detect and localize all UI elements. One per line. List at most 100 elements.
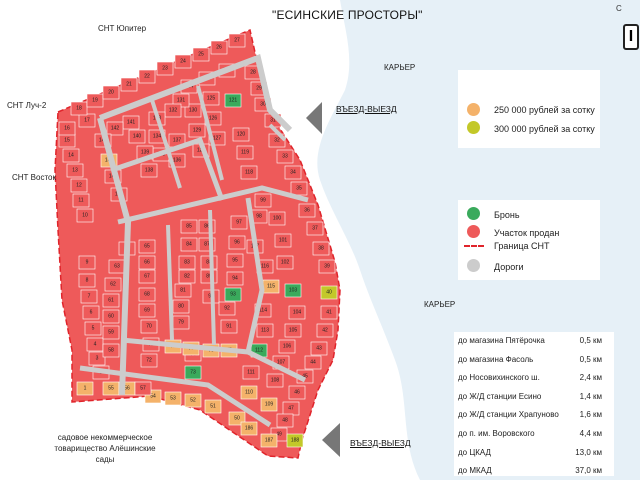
plot-44[interactable] xyxy=(304,355,322,370)
plot-51[interactable] xyxy=(204,399,222,414)
plot-6[interactable] xyxy=(82,305,100,320)
plot-94[interactable] xyxy=(226,271,244,286)
plot-95[interactable] xyxy=(226,253,244,268)
plot-113[interactable] xyxy=(256,323,274,338)
plot-62[interactable] xyxy=(104,277,122,292)
plot-66[interactable] xyxy=(138,255,156,270)
plot-97[interactable] xyxy=(230,215,248,230)
plot-36[interactable] xyxy=(298,203,316,218)
plot-105[interactable] xyxy=(284,323,302,338)
plot-61[interactable] xyxy=(102,293,120,308)
plot-108[interactable] xyxy=(266,373,284,388)
plot-number: 63 xyxy=(114,264,120,270)
plot-68[interactable] xyxy=(138,287,156,302)
plot-73[interactable] xyxy=(184,365,202,380)
plot-91[interactable] xyxy=(220,319,238,334)
plot-99[interactable] xyxy=(254,193,272,208)
plot-42[interactable] xyxy=(316,323,334,338)
plot-33[interactable] xyxy=(276,149,294,164)
plot-10[interactable] xyxy=(76,208,94,223)
plot-1[interactable] xyxy=(76,381,94,396)
plot-140[interactable] xyxy=(128,129,146,144)
plot-3[interactable] xyxy=(88,351,106,366)
plot-106[interactable] xyxy=(278,339,296,354)
plot-26[interactable] xyxy=(210,40,228,55)
plot-83[interactable] xyxy=(178,255,196,270)
plot-27[interactable] xyxy=(228,33,246,48)
plot-7[interactable] xyxy=(80,289,98,304)
plot-5[interactable] xyxy=(84,321,102,336)
plot-48[interactable] xyxy=(276,413,294,428)
plot-24[interactable] xyxy=(174,54,192,69)
plot-16[interactable] xyxy=(58,121,76,136)
plot-40[interactable] xyxy=(320,285,338,300)
plot-35[interactable] xyxy=(290,181,308,196)
plot-187[interactable] xyxy=(260,433,278,448)
plot-20[interactable] xyxy=(102,85,120,100)
plot-52[interactable] xyxy=(184,393,202,408)
plot-109[interactable] xyxy=(260,397,278,412)
plot-22[interactable] xyxy=(138,69,156,84)
plot-81[interactable] xyxy=(174,283,192,298)
plot-84[interactable] xyxy=(180,237,198,252)
plot-103[interactable] xyxy=(284,283,302,298)
plot-72[interactable] xyxy=(140,353,158,368)
plot-58[interactable] xyxy=(102,343,120,358)
plot-142[interactable] xyxy=(106,121,124,136)
plot-60[interactable] xyxy=(102,309,120,324)
plot-138[interactable] xyxy=(140,163,158,178)
plot-186[interactable] xyxy=(240,421,258,436)
plot-118[interactable] xyxy=(240,165,258,180)
plot-8[interactable] xyxy=(78,273,96,288)
plot-12[interactable] xyxy=(70,178,88,193)
plot-46[interactable] xyxy=(288,385,306,400)
plot-number: 103 xyxy=(289,288,298,294)
plot-14[interactable] xyxy=(62,148,80,163)
plot-82[interactable] xyxy=(178,269,196,284)
plot-188[interactable] xyxy=(286,433,304,448)
label-snt-vostok: СНТ Восток xyxy=(12,173,56,182)
plot-39[interactable] xyxy=(318,259,336,274)
plot-101[interactable] xyxy=(274,233,292,248)
distance-label: до магазина Пятёрочка xyxy=(458,336,545,345)
plot-number: 58 xyxy=(108,348,114,354)
plot-80[interactable] xyxy=(172,299,190,314)
plot-96[interactable] xyxy=(228,235,246,250)
plot-92[interactable] xyxy=(218,301,236,316)
plot-93[interactable] xyxy=(224,287,242,302)
plot-132[interactable] xyxy=(164,103,182,118)
plot-number: 100 xyxy=(273,216,282,222)
plot-41[interactable] xyxy=(320,305,338,320)
plot-69[interactable] xyxy=(138,303,156,318)
plot-70[interactable] xyxy=(140,319,158,334)
plot-119[interactable] xyxy=(236,145,254,160)
plot-57[interactable] xyxy=(134,381,152,396)
entry-label-top: ВЪЕЗД-ВЫЕЗД xyxy=(336,104,397,114)
plot-129[interactable] xyxy=(188,123,206,138)
plot-37[interactable] xyxy=(306,221,324,236)
plot-104[interactable] xyxy=(288,305,306,320)
plot-19[interactable] xyxy=(86,93,104,108)
plot-85[interactable] xyxy=(180,219,198,234)
plot-9[interactable] xyxy=(78,255,96,270)
plot-110[interactable] xyxy=(240,385,258,400)
plot-67[interactable] xyxy=(138,269,156,284)
plot-18[interactable] xyxy=(70,101,88,116)
plot-21[interactable] xyxy=(120,77,138,92)
plot-111[interactable] xyxy=(242,365,260,380)
plot-13[interactable] xyxy=(66,163,84,178)
plot-65[interactable] xyxy=(138,239,156,254)
plot-11[interactable] xyxy=(72,193,90,208)
plot-25[interactable] xyxy=(192,47,210,62)
plot-number: 132 xyxy=(169,108,178,114)
plot-120[interactable] xyxy=(232,127,250,142)
plot-121[interactable] xyxy=(224,93,242,108)
plot-43[interactable] xyxy=(310,341,328,356)
plot-23[interactable] xyxy=(156,61,174,76)
plot-102[interactable] xyxy=(276,255,294,270)
plot-34[interactable] xyxy=(284,165,302,180)
plot-59[interactable] xyxy=(102,325,120,340)
plot-53[interactable] xyxy=(164,391,182,406)
plot-38[interactable] xyxy=(312,241,330,256)
plot-100[interactable] xyxy=(268,211,286,226)
